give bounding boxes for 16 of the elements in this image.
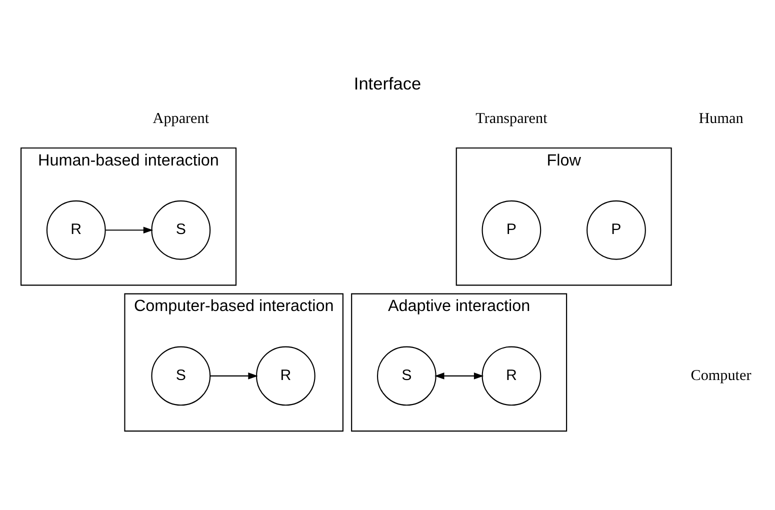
node-circle: S <box>376 346 436 406</box>
diagram-title: Interface <box>354 72 422 93</box>
arrow <box>434 372 484 379</box>
node-circle: P <box>482 200 542 260</box>
label: Computer <box>690 367 752 384</box>
label: Apparent <box>152 110 210 126</box>
node-circle: R <box>256 346 316 406</box>
node-circle: R <box>482 346 542 406</box>
arrow <box>106 226 154 234</box>
node-circle: R <box>46 200 106 260</box>
node-circle: S <box>151 200 211 260</box>
node-circle: S <box>151 346 211 406</box>
label: Human <box>698 110 744 126</box>
node-circle: P <box>586 200 646 260</box>
label: Transparent <box>476 110 548 126</box>
arrow <box>210 372 258 379</box>
